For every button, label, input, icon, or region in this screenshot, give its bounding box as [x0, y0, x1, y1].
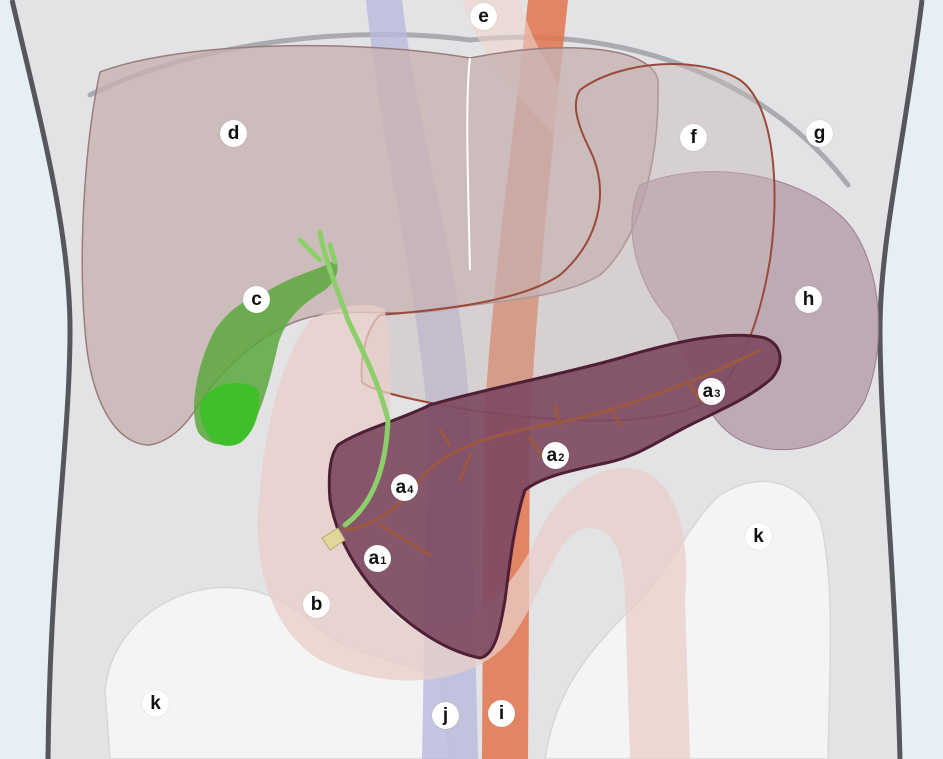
label-a2-letter: a	[547, 446, 558, 465]
label-k-left-text: k	[150, 694, 161, 713]
label-j-text: j	[443, 706, 448, 725]
label-k-left: k	[142, 690, 169, 717]
label-i: i	[488, 700, 515, 727]
label-d-text: d	[228, 124, 240, 143]
label-a3-letter: a	[703, 382, 714, 401]
label-a3-index: 3	[714, 389, 720, 400]
label-h-text: h	[803, 290, 815, 309]
label-e: e	[470, 3, 497, 30]
label-a1-index: 1	[380, 556, 386, 567]
label-a4-index: 4	[407, 485, 413, 496]
label-c: c	[243, 286, 270, 313]
label-j: j	[432, 702, 459, 729]
label-a2-index: 2	[558, 453, 564, 464]
label-e-text: e	[478, 7, 489, 26]
label-f-text: f	[690, 128, 696, 147]
label-g: g	[806, 120, 833, 147]
label-h: h	[795, 286, 822, 313]
label-k-right: k	[745, 523, 772, 550]
label-a1-letter: a	[369, 549, 380, 568]
label-a4-letter: a	[396, 478, 407, 497]
label-i-text: i	[499, 704, 504, 723]
label-c-text: c	[251, 290, 262, 309]
label-d: d	[220, 120, 247, 147]
label-b: b	[303, 591, 330, 618]
label-b-text: b	[311, 595, 323, 614]
label-g-text: g	[814, 124, 826, 143]
label-f: f	[680, 124, 707, 151]
label-k-right-text: k	[753, 527, 764, 546]
